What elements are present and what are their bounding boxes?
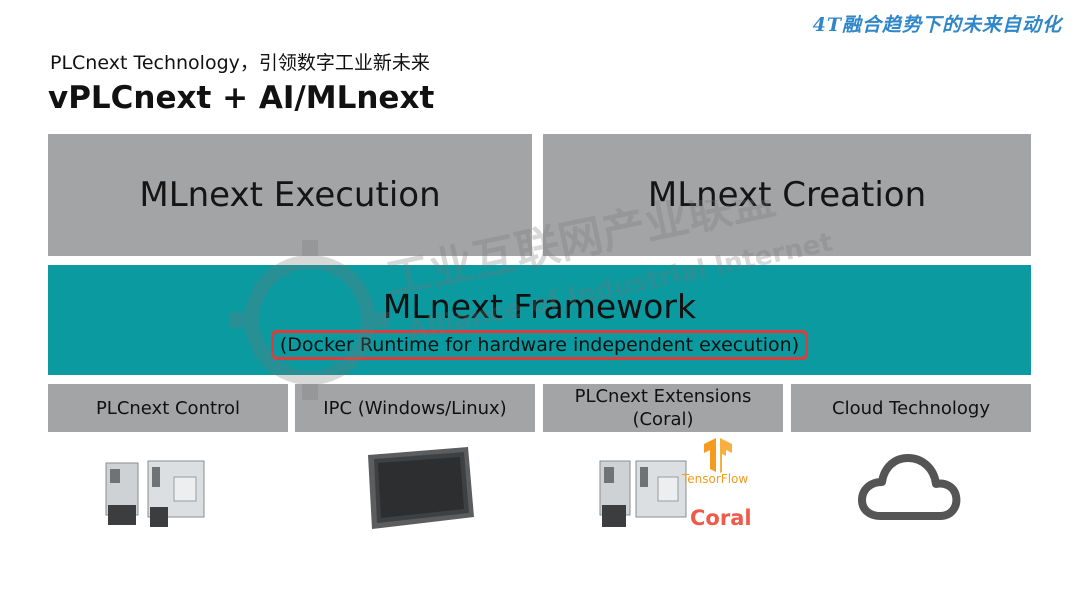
plc-controller-icon (105, 460, 205, 527)
framework-subtitle-highlight: (Docker Runtime for hardware independent… (270, 329, 809, 360)
mlnext-framework-box: MLnext Framework (Docker Runtime for har… (48, 265, 1031, 375)
tensorflow-text: TensorFlow (682, 472, 749, 486)
coral-text: Coral (690, 506, 752, 530)
platform-ipc: IPC (Windows/Linux) (295, 384, 535, 432)
framework-title: MLnext Framework (382, 286, 697, 326)
platform-plcnext-control: PLCnext Control (48, 384, 288, 432)
tensorflow-logo-icon (704, 438, 732, 473)
mlnext-creation-box: MLnext Creation (543, 134, 1031, 256)
mlnext-execution-box: MLnext Execution (48, 134, 532, 256)
tablet-ipc-icon (368, 447, 474, 529)
platform-cloud-technology: Cloud Technology (791, 384, 1031, 432)
page-subtitle: PLCnext Technology，引领数字工业新未来 (50, 52, 430, 74)
platform-plcnext-extensions: PLCnext Extensions (Coral) (543, 384, 783, 432)
cloud-icon (858, 454, 961, 520)
page-title: vPLCnext + AI/MLnext (48, 80, 435, 116)
plc-extension-icon (599, 460, 687, 527)
header-banner: 4T融合趋势下的未来自动化 (812, 14, 1062, 36)
